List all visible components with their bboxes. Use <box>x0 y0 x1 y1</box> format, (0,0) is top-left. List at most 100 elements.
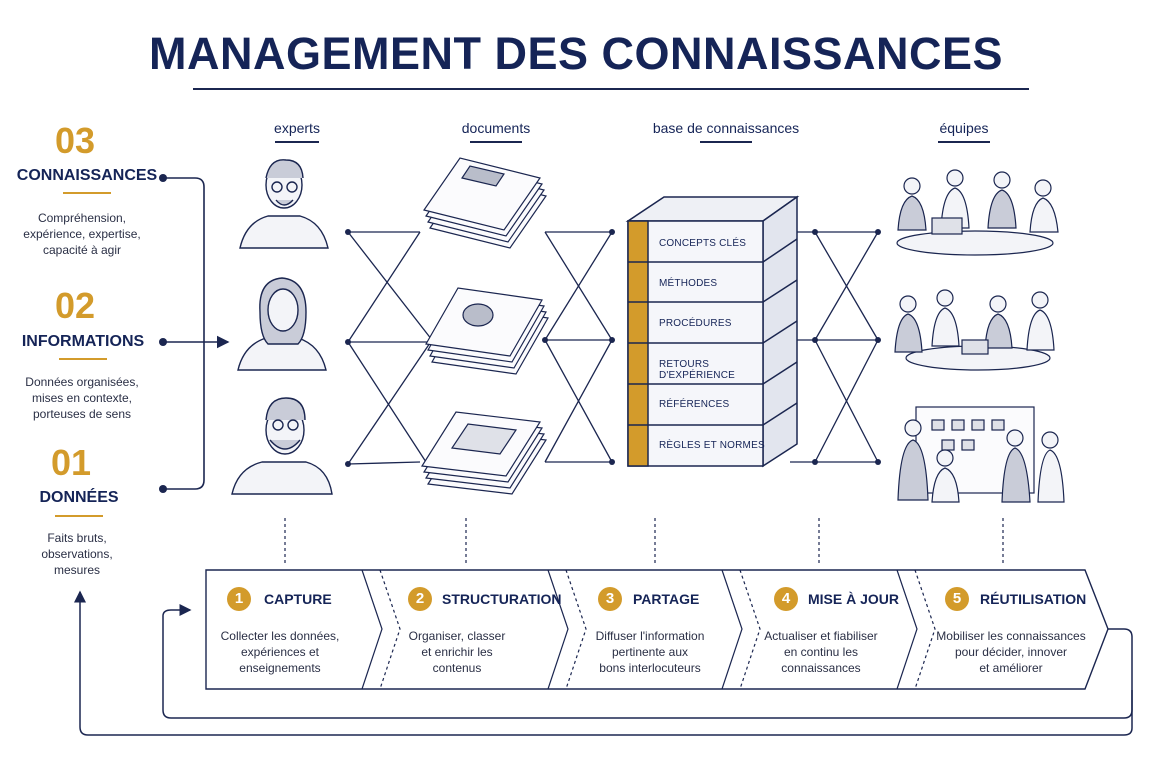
desc-line: connaissances <box>781 661 861 675</box>
column-rule <box>700 141 752 143</box>
connector-dot <box>159 338 167 346</box>
level-2-name: INFORMATIONS <box>21 333 145 350</box>
connector-dot <box>345 229 351 235</box>
connector-dot <box>812 337 818 343</box>
step-4-desc: Actualiser et fiabiliser en continu les … <box>741 628 901 676</box>
step-4-title: MISE À JOUR <box>808 591 900 607</box>
step-2-title: STRUCTURATION <box>442 591 562 607</box>
document-stack-icon <box>423 157 547 249</box>
expert-portrait-icon <box>237 277 327 371</box>
whiteboard-team-icon <box>897 406 1065 503</box>
level-3-number: 03 <box>54 120 96 161</box>
desc-line: expérience, expertise, <box>23 227 141 241</box>
connector-dot <box>875 337 881 343</box>
level-1-number: 01 <box>50 442 92 483</box>
step-5-desc: Mobiliser les connaissances pour décider… <box>927 628 1095 676</box>
column-rule <box>275 141 319 143</box>
connector-dot <box>159 174 167 182</box>
desc-line: pertinente aux <box>611 645 689 659</box>
step-3-desc: Diffuser l'information pertinente aux bo… <box>570 628 730 676</box>
level-3-name: CONNAISSANCES <box>16 167 158 184</box>
connector-dot <box>875 459 881 465</box>
desc-line: et améliorer <box>979 661 1043 675</box>
desc-line: contenus <box>432 661 482 675</box>
desc-line: mesures <box>53 563 100 577</box>
connector-dot <box>159 485 167 493</box>
level-1-name: DONNÉES <box>39 489 119 506</box>
desc-line: et enrichir les <box>421 645 493 659</box>
desc-line: expériences et <box>240 645 320 659</box>
connector-dot <box>812 459 818 465</box>
column-header-teams: équipes <box>939 120 989 136</box>
level-3-rule <box>63 192 111 194</box>
step-1-number-badge: 1 <box>227 587 251 611</box>
kb-item-concepts: CONCEPTS CLÉS <box>659 238 747 249</box>
level-2-desc: Données organisées, mises en contexte, p… <box>7 374 157 422</box>
level-2-rule <box>59 358 107 360</box>
step-2-number-badge: 2 <box>408 587 432 611</box>
desc-line: Mobiliser les connaissances <box>936 629 1086 643</box>
step-4-number-badge: 4 <box>774 587 798 611</box>
desc-line: Compréhension, <box>37 211 127 225</box>
connector-dot <box>609 459 615 465</box>
desc-line: pour décider, innover <box>954 645 1068 659</box>
step-3-title: PARTAGE <box>633 591 700 607</box>
document-stack-icon <box>425 287 549 375</box>
kb-item-procedures: PROCÉDURES <box>659 318 732 329</box>
desc-line: Collecter les données, <box>220 629 340 643</box>
expert-portrait-icon <box>231 397 333 495</box>
column-header-experts: experts <box>274 120 320 136</box>
desc-line: Faits bruts, <box>47 531 107 545</box>
connector-dot <box>345 339 351 345</box>
team-meeting-icon <box>896 169 1059 256</box>
step-5-title: RÉUTILISATION <box>980 591 1087 607</box>
step-3-number-badge: 3 <box>598 587 622 611</box>
desc-line: bons interlocuteurs <box>599 661 701 675</box>
connector-dot <box>875 229 881 235</box>
process-separators <box>361 569 936 690</box>
document-stack-icon <box>420 411 548 495</box>
connector-dot <box>609 337 615 343</box>
title-underline <box>193 88 1029 90</box>
expert-document-connectors <box>347 231 433 465</box>
step-5-number-badge: 5 <box>945 587 969 611</box>
connector-dot <box>542 337 548 343</box>
feedback-loop-arrows <box>74 590 1133 736</box>
page-title: MANAGEMENT DES CONNAISSANCES <box>148 28 1004 79</box>
desc-line: observations, <box>41 547 113 561</box>
step-1-desc: Collecter les données, expériences et en… <box>200 628 360 676</box>
step-2-desc: Organiser, classer et enrichir les conte… <box>377 628 537 676</box>
kb-item-methods: MÉTHODES <box>659 278 718 289</box>
kb-team-connectors <box>790 231 880 463</box>
desc-line: Diffuser l'information <box>595 629 705 643</box>
connector-dot <box>812 229 818 235</box>
desc-line: en continu les <box>783 645 859 659</box>
knowledge-base-block <box>625 195 800 468</box>
step-1-title: CAPTURE <box>264 591 332 607</box>
connector-dot <box>345 461 351 467</box>
level-1-desc: Faits bruts, observations, mesures <box>2 530 152 578</box>
level-3-desc: Compréhension, expérience, expertise, ca… <box>7 210 157 258</box>
desc-line: Organiser, classer <box>408 629 506 643</box>
team-meeting-icon <box>894 289 1055 371</box>
desc-line: capacité à agir <box>42 243 122 257</box>
level-1-rule <box>55 515 103 517</box>
desc-line: porteuses de sens <box>32 407 132 421</box>
kb-item-feedback: RETOURS D'EXPÉRIENCE <box>659 359 735 381</box>
desc-line: Données organisées, <box>25 375 139 389</box>
column-rule <box>938 141 990 143</box>
desc-line: Actualiser et fiabiliser <box>764 629 878 643</box>
kb-item-rules: RÈGLES ET NORMES <box>659 440 765 451</box>
level-2-number: 02 <box>54 285 96 326</box>
column-header-knowledge-base: base de connaissances <box>652 120 800 136</box>
expert-portrait-icon <box>239 159 329 249</box>
dashed-drop-lines <box>284 518 1004 566</box>
desc-line: mises en contexte, <box>31 391 133 405</box>
document-kb-connectors <box>544 231 613 463</box>
connector-dot <box>609 229 615 235</box>
kb-item-references: RÉFÉRENCES <box>659 399 730 410</box>
desc-line: enseignements <box>239 661 321 675</box>
column-rule <box>470 141 522 143</box>
level-bracket <box>163 177 230 490</box>
